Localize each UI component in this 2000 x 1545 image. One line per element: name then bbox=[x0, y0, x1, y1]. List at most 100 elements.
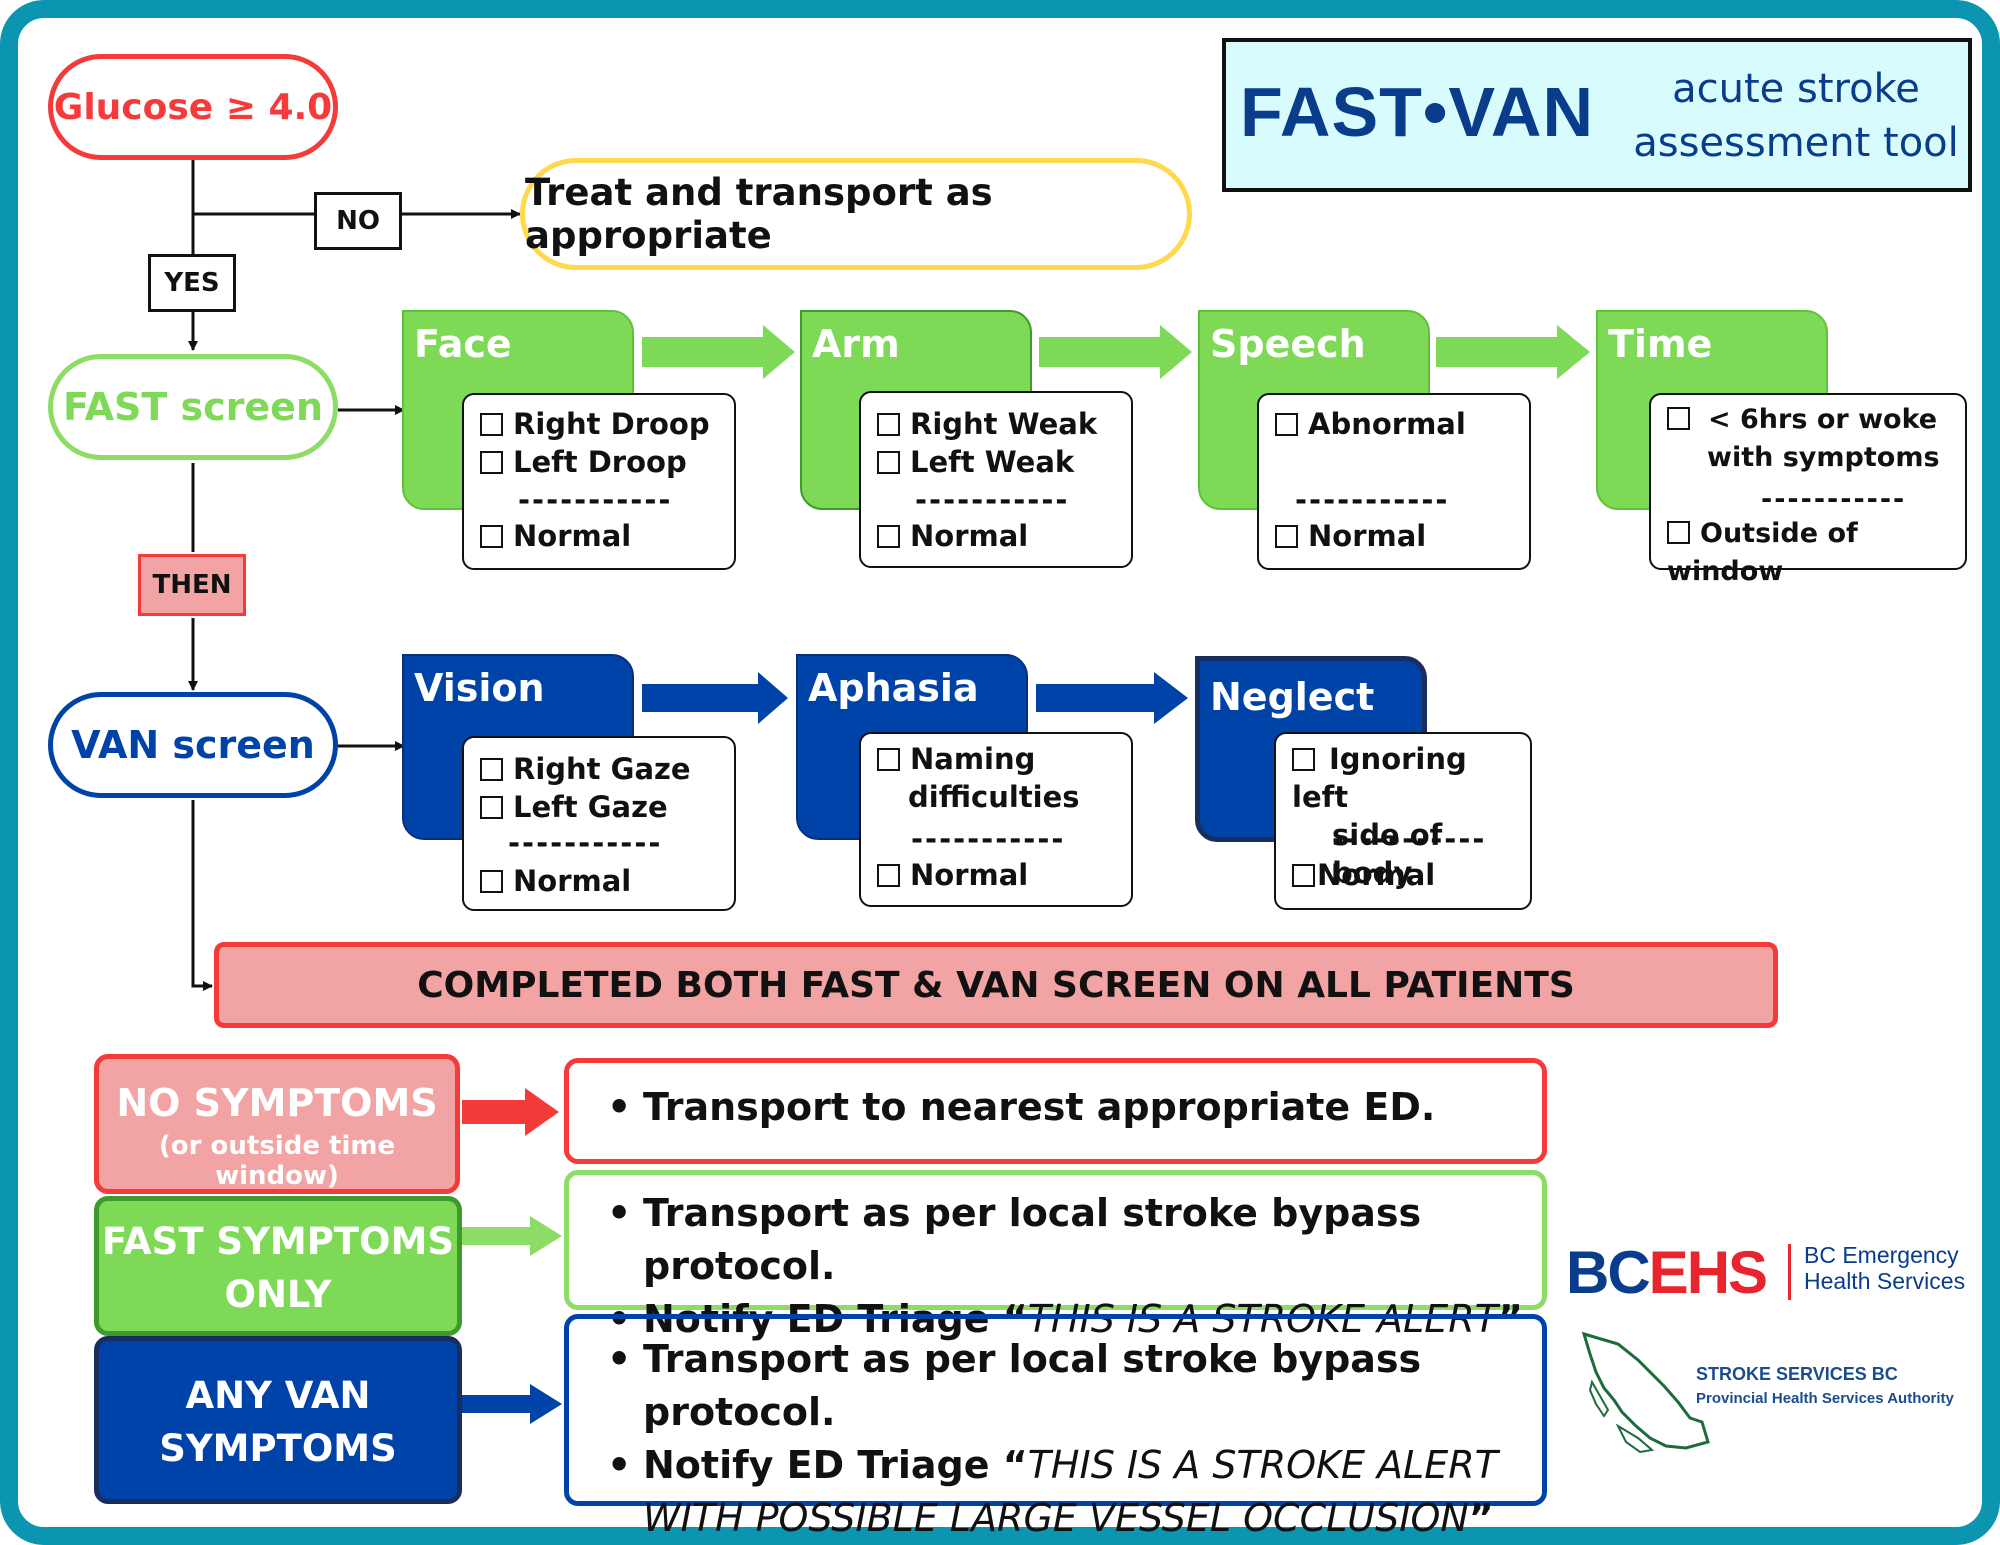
checkbox-icon[interactable] bbox=[1275, 413, 1298, 436]
yes-label: YES bbox=[148, 254, 236, 312]
checkbox-icon[interactable] bbox=[480, 451, 503, 474]
face-card: Right Droop Left Droop ----------- Norma… bbox=[462, 393, 736, 570]
fast-screen-node: FAST screen bbox=[48, 354, 338, 460]
arm-option-normal[interactable]: Normal bbox=[877, 517, 1028, 555]
checkbox-icon[interactable] bbox=[877, 413, 900, 436]
fast-action-item-1: Transport as per local stroke bypass pro… bbox=[607, 1187, 1542, 1293]
checkbox-icon[interactable] bbox=[480, 525, 503, 548]
fast-symptoms-label: FAST SYMPTOMS ONLY bbox=[94, 1196, 462, 1336]
vision-option-left-gaze[interactable]: Left Gaze bbox=[480, 788, 668, 826]
aphasia-option-normal[interactable]: Normal bbox=[877, 856, 1028, 894]
aphasia-option-line-2: difficulties bbox=[908, 780, 1080, 814]
vision-option-label: Right Gaze bbox=[513, 752, 691, 786]
face-option-label: Right Droop bbox=[513, 407, 710, 441]
aphasia-divider: ----------- bbox=[911, 822, 1066, 856]
neglect-option-label: Normal bbox=[1317, 858, 1436, 892]
title-box: FAST•VAN acute stroke assessment tool bbox=[1222, 38, 1972, 192]
bcehs-mark-ehs: EHS bbox=[1648, 1239, 1768, 1306]
no-symptoms-action-item: Transport to nearest appropriate ED. bbox=[607, 1081, 1542, 1134]
vision-divider: ----------- bbox=[508, 826, 663, 860]
face-option-label: Left Droop bbox=[513, 445, 687, 479]
vision-option-right-gaze[interactable]: Right Gaze bbox=[480, 750, 691, 788]
glucose-value: 4.0 bbox=[255, 86, 333, 128]
bcehs-logo: BCEHS BC Emergency Health Services bbox=[1566, 1236, 1976, 1316]
checkbox-icon[interactable] bbox=[877, 525, 900, 548]
checkbox-icon[interactable] bbox=[480, 413, 503, 436]
bcehs-mark: BCEHS bbox=[1566, 1239, 1768, 1306]
subtitle-line-1: acute stroke bbox=[1672, 66, 1920, 112]
stroke-services-sub: Provincial Health Services Authority bbox=[1696, 1390, 1954, 1407]
time-option-within-window[interactable]: < 6hrs or woke with symptoms bbox=[1667, 401, 1967, 477]
vision-title: Vision bbox=[414, 666, 545, 710]
neglect-option-line-1: Ignoring left bbox=[1292, 742, 1467, 814]
speech-divider: ----------- bbox=[1295, 483, 1450, 517]
arm-option-left-weak[interactable]: Left Weak bbox=[877, 443, 1074, 481]
checkbox-icon[interactable] bbox=[877, 864, 900, 887]
arm-title: Arm bbox=[812, 322, 900, 366]
face-option-right-droop[interactable]: Right Droop bbox=[480, 405, 710, 443]
aphasia-option-naming[interactable]: Naming difficulties bbox=[877, 740, 1080, 816]
checkbox-icon[interactable] bbox=[1292, 748, 1315, 771]
neglect-title: Neglect bbox=[1210, 675, 1375, 719]
bcehs-name-line-1: BC Emergency bbox=[1804, 1242, 1959, 1268]
arm-option-label: Left Weak bbox=[910, 445, 1075, 479]
bcehs-wordmark: BCEHS bbox=[1566, 1238, 1768, 1307]
checkbox-icon[interactable] bbox=[1667, 407, 1690, 430]
van-action-item-2: Notify ED Triage “THIS IS A STROKE ALERT… bbox=[607, 1439, 1542, 1545]
vision-option-label: Left Gaze bbox=[513, 790, 668, 824]
vision-option-normal[interactable]: Normal bbox=[480, 862, 631, 900]
checkbox-icon[interactable] bbox=[1292, 864, 1315, 887]
van-symptoms-action: Transport as per local stroke bypass pro… bbox=[564, 1314, 1547, 1540]
checkbox-icon[interactable] bbox=[480, 758, 503, 781]
speech-card: Abnormal ----------- Normal bbox=[1257, 393, 1531, 570]
aphasia-option-label: Normal bbox=[910, 858, 1029, 892]
glucose-node: Glucose ≥ 4.0 bbox=[48, 54, 338, 160]
neglect-option-line-2: side of body bbox=[1332, 818, 1443, 890]
speech-option-label: Normal bbox=[1308, 519, 1427, 553]
neglect-option-ignoring-left[interactable]: Ignoring left side of body bbox=[1292, 740, 1532, 892]
subtitle-line-2: assessment tool bbox=[1633, 120, 1959, 166]
speech-option-abnormal[interactable]: Abnormal bbox=[1275, 405, 1466, 443]
van-symptoms-label: ANY VAN SYMPTOMS bbox=[94, 1336, 462, 1504]
van-action-alert: THIS IS A STROKE ALERT WITH POSSIBLE LAR… bbox=[643, 1443, 1498, 1540]
fast-symptoms-line-1: FAST SYMPTOMS bbox=[102, 1220, 454, 1263]
van-symptoms-line-2: SYMPTOMS bbox=[159, 1427, 397, 1470]
time-card: < 6hrs or woke with symptoms -----------… bbox=[1649, 393, 1967, 587]
neglect-divider: ----------- bbox=[1332, 822, 1487, 856]
fast-symptoms-action: Transport as per local stroke bypass pro… bbox=[564, 1170, 1547, 1346]
speech-option-normal[interactable]: Normal bbox=[1275, 517, 1426, 555]
stroke-services-name: STROKE SERVICES BC bbox=[1696, 1364, 1898, 1384]
arm-option-label: Normal bbox=[910, 519, 1029, 553]
speech-option-label: Abnormal bbox=[1308, 407, 1466, 441]
treat-transport-node: Treat and transport as appropriate bbox=[520, 158, 1192, 270]
arm-option-right-weak[interactable]: Right Weak bbox=[877, 405, 1097, 443]
checkbox-icon[interactable] bbox=[877, 451, 900, 474]
face-divider: ----------- bbox=[518, 483, 673, 517]
time-option-line-2: with symptoms bbox=[1707, 442, 1940, 473]
aphasia-option-line-1: Naming bbox=[910, 742, 1036, 776]
time-option-line-1: < 6hrs or woke bbox=[1708, 404, 1938, 435]
time-option-outside-window[interactable]: Outside of window bbox=[1667, 515, 1965, 591]
checkbox-icon[interactable] bbox=[480, 796, 503, 819]
no-label: NO bbox=[314, 192, 402, 250]
checkbox-icon[interactable] bbox=[1667, 521, 1690, 544]
face-option-normal[interactable]: Normal bbox=[480, 517, 631, 555]
bcehs-mark-bc: BC bbox=[1566, 1239, 1651, 1306]
speech-title: Speech bbox=[1210, 322, 1366, 366]
van-action-close-quote: ” bbox=[1468, 1496, 1494, 1540]
checkbox-icon[interactable] bbox=[480, 870, 503, 893]
bcehs-name-line-2: Health Services bbox=[1804, 1268, 1966, 1294]
vision-card: Right Gaze Left Gaze ----------- Normal bbox=[462, 736, 736, 911]
arm-option-label: Right Weak bbox=[910, 407, 1098, 441]
no-symptoms-title: NO SYMPTOMS bbox=[116, 1081, 438, 1125]
completed-banner: COMPLETED BOTH FAST & VAN SCREEN ON ALL … bbox=[214, 942, 1778, 1028]
van-action-plain: Notify ED Triage “ bbox=[643, 1443, 1028, 1487]
checkbox-icon[interactable] bbox=[877, 748, 900, 771]
bcehs-divider bbox=[1788, 1244, 1791, 1300]
checkbox-icon[interactable] bbox=[1275, 525, 1298, 548]
arm-card: Right Weak Left Weak ----------- Normal bbox=[859, 391, 1133, 568]
face-option-left-droop[interactable]: Left Droop bbox=[480, 443, 687, 481]
tool-logo-title: FAST•VAN bbox=[1240, 73, 1595, 151]
neglect-option-normal[interactable]: Normal bbox=[1292, 856, 1435, 894]
